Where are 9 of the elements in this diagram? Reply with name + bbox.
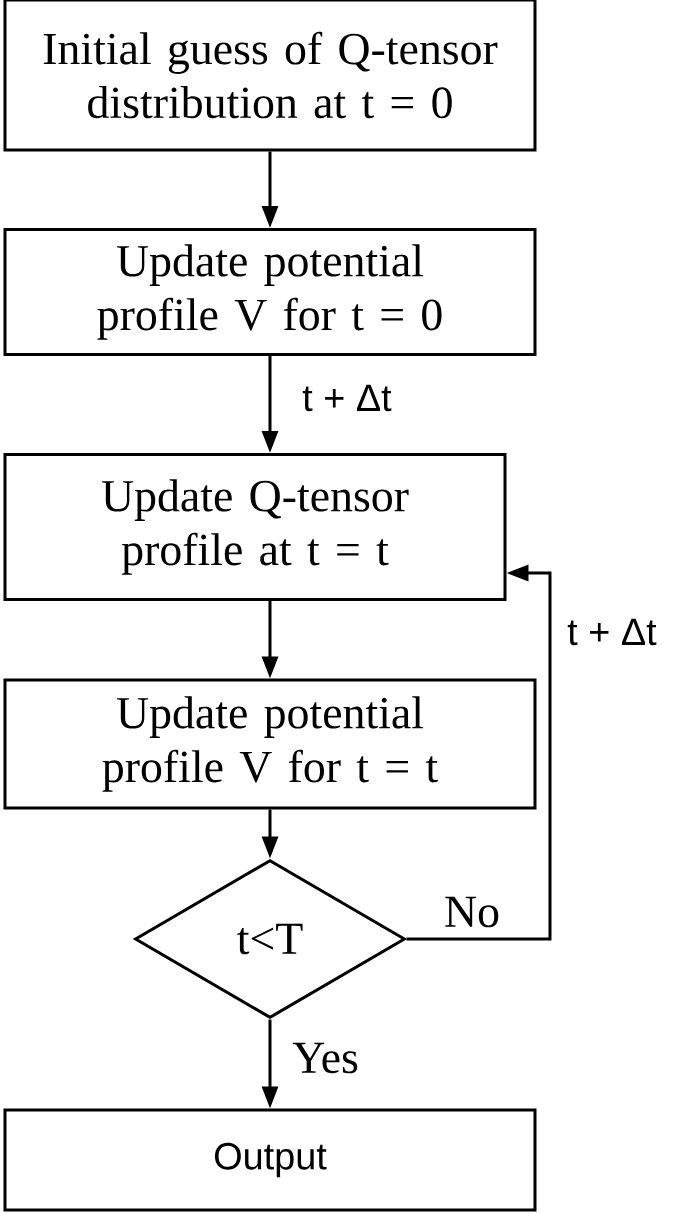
process-box: Update potential profile V for t = 0: [3, 228, 537, 356]
process-box: Initial guess of Q-tensor distribution at t = 0: [3, 0, 537, 152]
process-box: Update potential profile V for t = t: [3, 678, 537, 810]
process-box: Output: [3, 1108, 537, 1212]
process-box: Update Q-tensor profile at t = t: [3, 453, 507, 601]
edge-label: No: [442, 894, 502, 930]
edge-label: Yes: [290, 1040, 361, 1076]
edge-label: t + Δt: [300, 382, 394, 414]
step-label: t + Δt: [565, 616, 659, 648]
